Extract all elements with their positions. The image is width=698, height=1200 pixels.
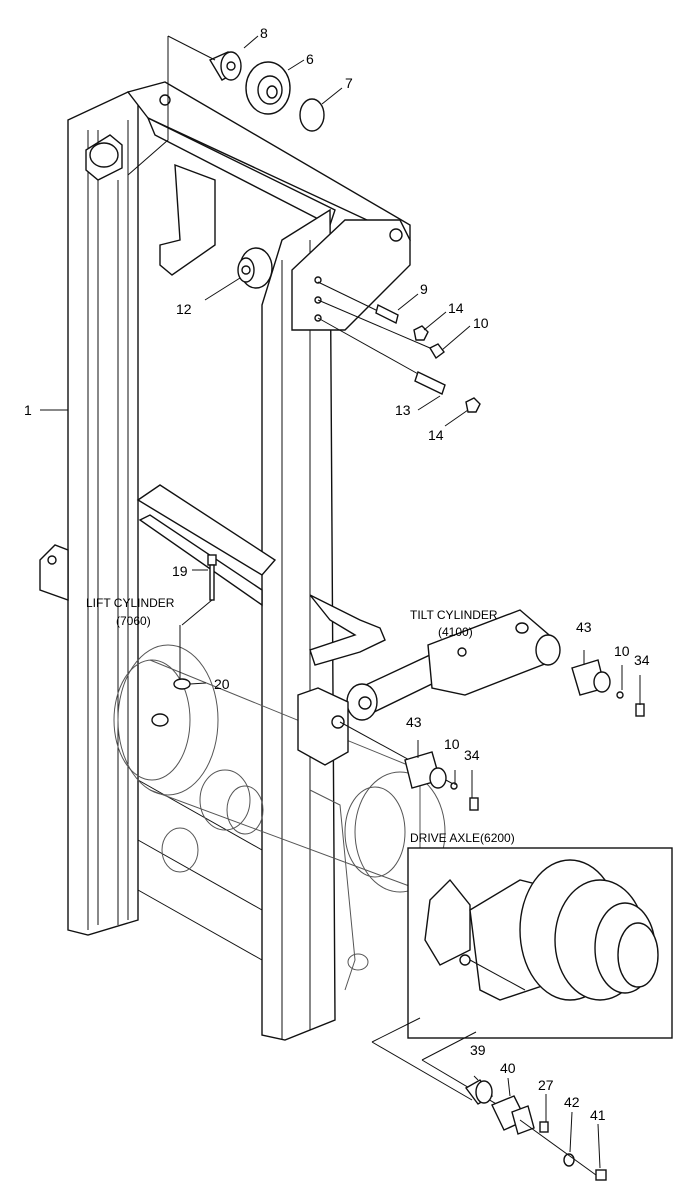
outer-mast-rail-left xyxy=(67,91,139,936)
bushing-39 xyxy=(464,1079,494,1105)
component-captions: LIFT CYLINDER (7060) TILT CYLINDER (4100… xyxy=(86,596,515,845)
tilt-cylinder-caption: TILT CYLINDER xyxy=(410,608,498,622)
callout-40: 40 xyxy=(500,1060,516,1076)
callout-39: 39 xyxy=(470,1042,486,1058)
callout-labels: 8 6 7 9 14 10 12 13 14 1 19 20 43 10 34 … xyxy=(24,25,650,1123)
bolt-41 xyxy=(519,1119,607,1181)
inner-mast-rail-right xyxy=(261,208,411,1041)
callout-10-middle: 10 xyxy=(614,643,630,659)
washer-20 xyxy=(151,678,207,727)
mast-top-crossbar xyxy=(126,81,411,276)
callout-27: 27 xyxy=(538,1077,554,1093)
pin-40 xyxy=(491,1095,535,1135)
adjust-bolt-9 xyxy=(317,281,399,325)
callout-6: 6 xyxy=(306,51,314,67)
bolt-19 xyxy=(179,554,217,680)
snap-ring-7 xyxy=(299,98,325,132)
callout-43-upper: 43 xyxy=(576,619,592,635)
callout-13: 13 xyxy=(395,402,411,418)
callout-9: 9 xyxy=(420,281,428,297)
callout-12: 12 xyxy=(176,301,192,317)
roller-12 xyxy=(237,247,273,289)
bolt-27 xyxy=(539,1121,549,1133)
mast-crossmember xyxy=(136,484,386,666)
callout-34-upper: 34 xyxy=(634,652,650,668)
adjust-bolt-13 xyxy=(317,317,446,395)
callout-7: 7 xyxy=(345,75,353,91)
pin-43-lower xyxy=(404,740,479,811)
callout-1: 1 xyxy=(24,402,32,418)
callout-41: 41 xyxy=(590,1107,606,1123)
drive-axle-ghost xyxy=(113,644,446,991)
callout-19: 19 xyxy=(172,563,188,579)
drive-axle-inset xyxy=(371,847,673,1119)
lift-cylinder-caption: LIFT CYLINDER xyxy=(86,596,175,610)
callout-10-lower: 10 xyxy=(444,736,460,752)
leader-lines xyxy=(40,35,601,1169)
tilt-cylinder xyxy=(346,609,561,721)
callout-14-upper: 14 xyxy=(448,300,464,316)
tilt-cylinder-ref: (4100) xyxy=(438,625,473,639)
mast-lower-frame xyxy=(137,779,369,971)
callout-14-lower: 14 xyxy=(428,427,444,443)
cap-10-upper xyxy=(429,343,445,360)
callout-43-lower: 43 xyxy=(406,714,422,730)
callout-10-upper: 10 xyxy=(473,315,489,331)
drive-axle-caption: DRIVE AXLE(6200) xyxy=(410,831,515,845)
lift-cylinder-ref: (7060) xyxy=(116,614,151,628)
roller-collar-8 xyxy=(208,51,242,81)
lift-cylinder-bracket xyxy=(39,544,69,601)
callout-34-lower: 34 xyxy=(464,747,480,763)
callout-20: 20 xyxy=(214,676,230,692)
callout-8: 8 xyxy=(260,25,268,41)
pin-43-upper xyxy=(571,650,645,717)
callout-42: 42 xyxy=(564,1094,580,1110)
nut-14-lower xyxy=(465,397,481,413)
bearing-6 xyxy=(245,61,291,115)
